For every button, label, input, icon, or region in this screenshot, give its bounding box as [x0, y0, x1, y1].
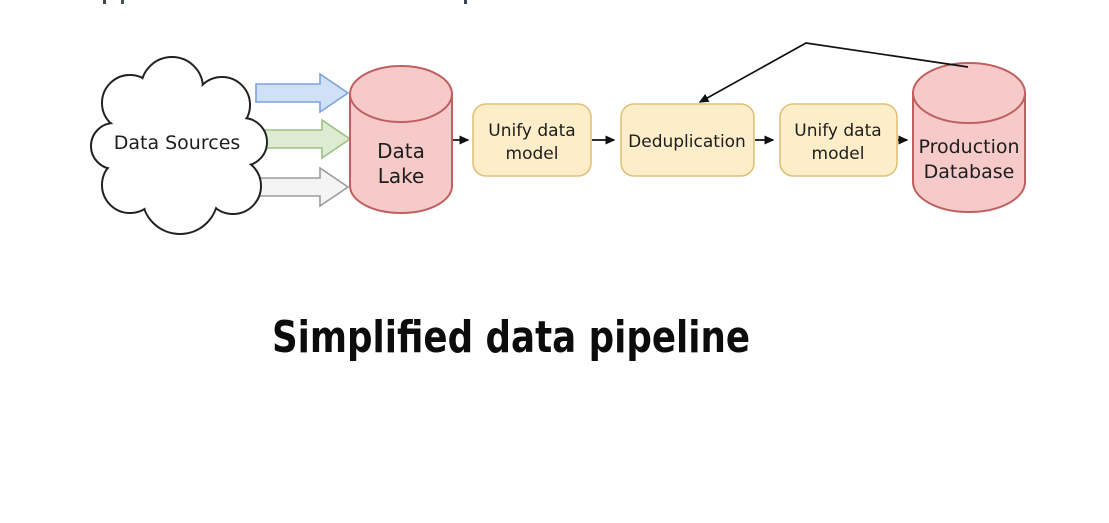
production-db-label-line1: Production	[918, 136, 1019, 158]
unify-1-label-line2: model	[506, 144, 559, 164]
data-sources-cloud: Data Sources	[90, 56, 268, 235]
diagram-caption: Simplified data pipeline	[272, 312, 750, 363]
data-lake-cylinder: Data Lake	[349, 65, 453, 214]
data-lake-label-line1: Data	[377, 139, 425, 163]
deduplication-label: Deduplication	[628, 132, 746, 152]
production-db-label-line2: Database	[924, 161, 1015, 183]
block-arrow-gray-icon	[253, 166, 350, 208]
unify-2-label-line2: model	[812, 144, 865, 164]
data-sources-label: Data Sources	[114, 132, 241, 154]
unify-1-label-line1: Unify data	[488, 121, 575, 141]
cropped-text-artifact	[103, 0, 467, 4]
feedback-arrow-proddb-dedup	[698, 42, 969, 103]
unify-data-model-2-box: Unify data model	[779, 103, 898, 177]
unify-2-label-line1: Unify data	[794, 121, 881, 141]
deduplication-box: Deduplication	[620, 103, 755, 177]
data-lake-label-line2: Lake	[378, 164, 425, 188]
production-database-cylinder: Production Database	[912, 62, 1026, 213]
block-arrow-green-icon	[257, 118, 352, 160]
unify-data-model-1-box: Unify data model	[472, 103, 592, 177]
block-arrow-blue-icon	[255, 72, 350, 114]
